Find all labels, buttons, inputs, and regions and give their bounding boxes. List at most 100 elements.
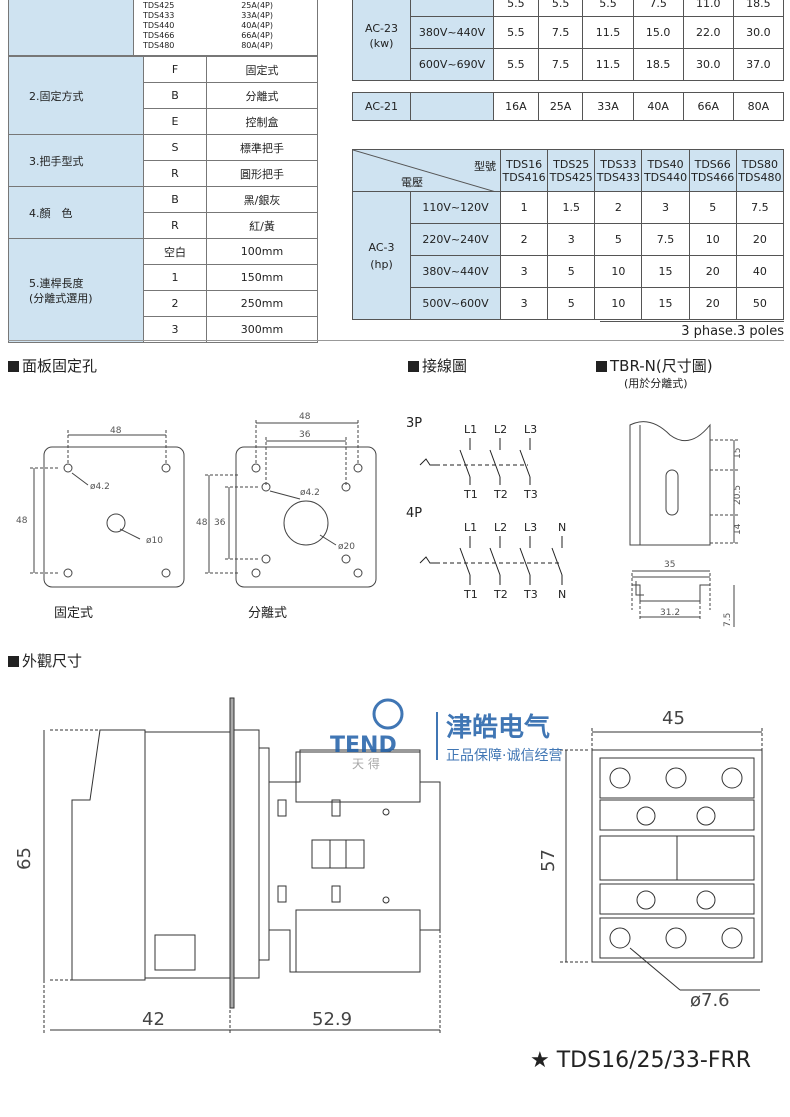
- value-cell: 20: [688, 255, 737, 288]
- tbr-dim-205: 20.5: [733, 485, 743, 505]
- value-cell: 10: [594, 255, 643, 288]
- panel-holes-drawing: 48 48 ø4.2 ø10 48 36 48 36 ø4.2 ø20 固定式 …: [16, 412, 377, 621]
- model-header: TDS25 TDS425: [547, 149, 596, 192]
- value-cell: 3: [547, 223, 596, 256]
- section-title-wiring: 接線圖: [408, 355, 467, 376]
- terminal-label: N: [558, 588, 566, 601]
- value-cell: 5.5: [493, 48, 539, 81]
- terminal-label: T1: [463, 588, 478, 601]
- ac23-table: AC-23 (kw) 5.5 5.5 5.5 7.5 11.0 18.5 380…: [352, 0, 785, 121]
- value-cell: 30.0: [682, 48, 734, 81]
- value-cell: 40A: [632, 92, 684, 121]
- option-code: B: [143, 186, 207, 213]
- value-cell: 25A: [537, 92, 584, 121]
- value-cell: 1.5: [547, 191, 596, 224]
- model-list-label-cell: [9, 0, 134, 55]
- dim-529: 52.9: [312, 1009, 352, 1030]
- dim-36-split: 36: [299, 430, 311, 440]
- tbr-dim-312: 31.2: [660, 608, 680, 618]
- value-cell: 33A: [582, 92, 634, 121]
- ac3-note: 3 phase.3 poles: [600, 321, 784, 339]
- model-header: TDS16 TDS416: [499, 149, 549, 192]
- option-code: 空白: [143, 238, 207, 265]
- terminal-label: T2: [493, 488, 508, 501]
- ac3-table-wrap: 型號 電壓 TDS16 TDS416 TDS25 TDS425 TDS33 TD…: [352, 149, 785, 321]
- section-title-tbr: TBR-N(尺寸圖): [596, 355, 713, 376]
- value-cell: 5: [688, 191, 737, 224]
- terminal-label: T2: [493, 588, 508, 601]
- value-cell: 5.5: [537, 0, 584, 17]
- option-category: 5.連桿長度 (分離式選用): [8, 238, 144, 343]
- tbr-dim-35: 35: [664, 560, 675, 570]
- value-cell: 5: [547, 287, 596, 320]
- divider: [8, 340, 784, 341]
- terminal-label: T3: [523, 488, 538, 501]
- option-desc: 分離式: [206, 82, 318, 109]
- value-cell: 2: [594, 191, 643, 224]
- value-cell: 3: [641, 191, 690, 224]
- voltage-cell: 110V~120V: [410, 191, 501, 224]
- hole-10-label: ø10: [146, 536, 163, 546]
- watermark: TEND 津皓电气 正品保障·诚信经营 天 得: [330, 698, 562, 771]
- value-cell: 11.5: [582, 16, 634, 49]
- model-header: TDS40 TDS440: [641, 149, 690, 192]
- watermark-brand: TEND: [330, 733, 397, 758]
- tbr-dim-15: 15: [733, 448, 743, 459]
- watermark-sub: 天 得: [352, 756, 380, 771]
- section-title-appearance: 外觀尺寸: [8, 650, 82, 671]
- wiring-diagram: 3P 4P L1 L2 L3 T1 T2 T3 L1 L2 L3 N T1 T2…: [406, 416, 566, 601]
- diagonal-line: [353, 150, 496, 192]
- tbr-dim-75: 7.5: [723, 613, 733, 627]
- dim-36-split-v: 36: [214, 518, 226, 528]
- terminal-label: T1: [463, 488, 478, 501]
- value-cell: 3: [499, 287, 549, 320]
- hole-42-split: ø4.2: [300, 488, 320, 498]
- model-header: TDS33 TDS433: [594, 149, 643, 192]
- value-cell: 7.5: [537, 48, 584, 81]
- value-cell: 40: [735, 255, 785, 288]
- label-4p: 4P: [406, 506, 422, 521]
- value-cell: 37.0: [732, 48, 785, 81]
- tbr-subtitle: (用於分離式): [624, 377, 688, 390]
- value-cell: 7.5: [641, 223, 690, 256]
- value-cell: 10: [594, 287, 643, 320]
- option-code: R: [143, 212, 207, 239]
- terminal-label: L3: [524, 521, 537, 534]
- star-icon: ★: [530, 1048, 550, 1073]
- terminal-label: L2: [494, 423, 507, 436]
- option-category: 3.把手型式: [8, 134, 144, 187]
- value-cell: 18.5: [732, 0, 785, 17]
- voltage-cell: [410, 0, 494, 17]
- value-cell: 11.5: [582, 48, 634, 81]
- fixed-label: 固定式: [54, 606, 93, 621]
- ac3-header-corner: 型號 電壓: [352, 149, 501, 192]
- value-cell: 30.0: [732, 16, 785, 49]
- value-cell: 7.5: [735, 191, 785, 224]
- options-table: 2.固定方式 F 固定式 B 分離式 E 控制盒 3.把手型式 S 標準把手 R…: [8, 56, 318, 343]
- appearance-drawing: 65 42 52.9 45 57 ø7.6 TEND 津皓电气 正品保障·诚信: [14, 697, 763, 1035]
- footer-model: ★ TDS16/25/33-FRR: [530, 1048, 752, 1073]
- value-cell: 5.5: [582, 0, 634, 17]
- option-desc: 紅/黃: [206, 212, 318, 239]
- tbr-drawing: 15 20.5 14 35 31.2 7.5: [629, 421, 743, 627]
- value-cell: 22.0: [682, 16, 734, 49]
- terminal-label: L1: [464, 423, 477, 436]
- value-cell: 5.5: [493, 0, 539, 17]
- dim-48-split: 48: [299, 412, 311, 422]
- option-code: B: [143, 82, 207, 109]
- option-desc: 控制盒: [206, 108, 318, 135]
- value-cell: 15: [641, 287, 690, 320]
- terminal-label: L3: [524, 423, 537, 436]
- model-header: TDS80 TDS480: [735, 149, 785, 192]
- value-cell: 3: [499, 255, 549, 288]
- dim-65: 65: [14, 847, 35, 870]
- model-header: TDS66 TDS466: [688, 149, 737, 192]
- split-label: 分離式: [248, 606, 287, 621]
- ac21-label: AC-21: [352, 92, 411, 121]
- option-desc: 標準把手: [206, 134, 318, 161]
- value-cell: 10: [688, 223, 737, 256]
- dim-57: 57: [538, 849, 559, 872]
- dim-42: 42: [142, 1009, 165, 1030]
